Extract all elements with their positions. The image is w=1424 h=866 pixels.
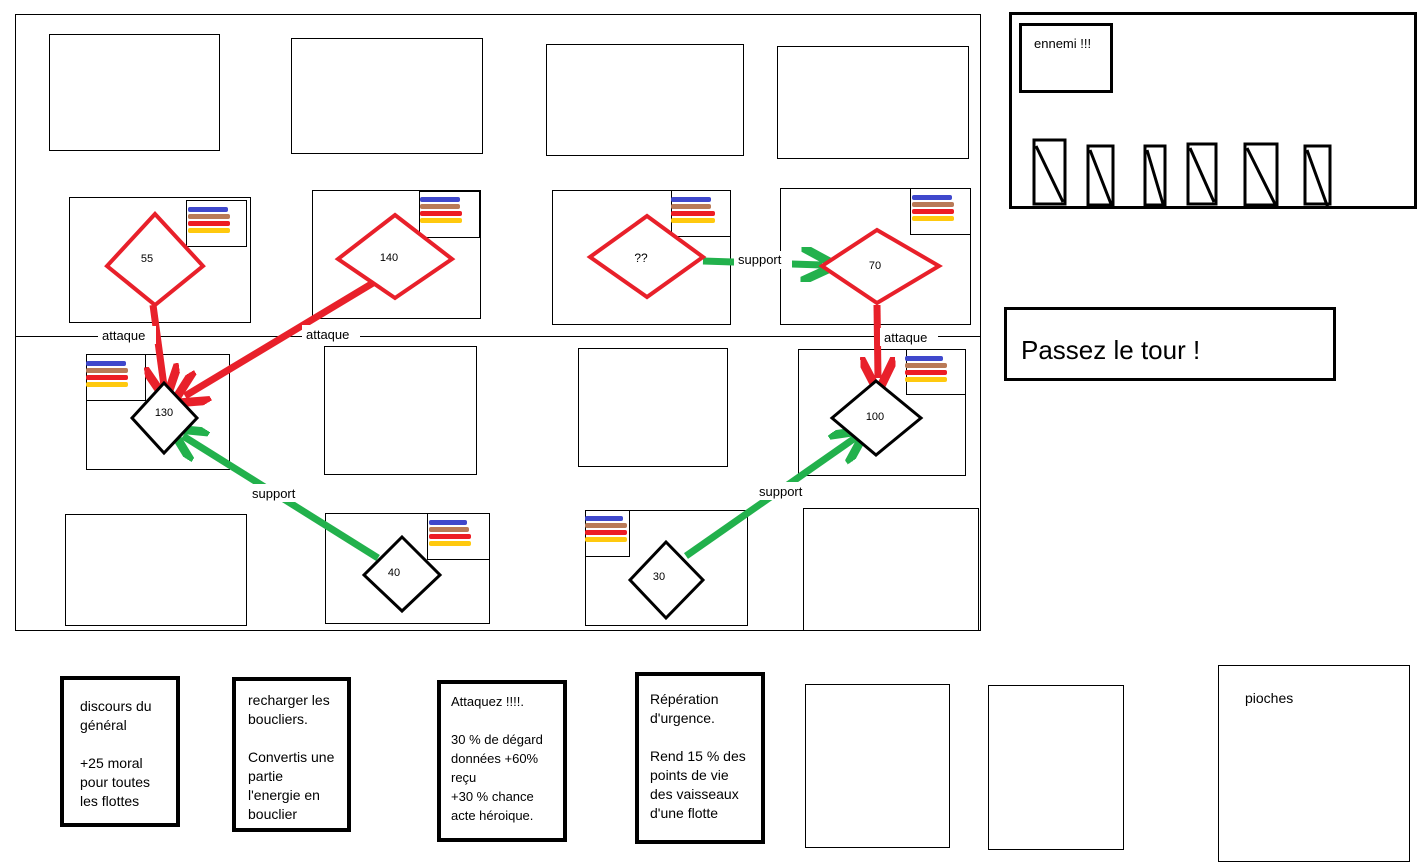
support-label: support	[759, 484, 803, 499]
player-fleet-30[interactable]: 30	[627, 539, 706, 621]
attack-label: attaque	[102, 328, 145, 343]
pass-turn-label: Passez le tour !	[1021, 335, 1201, 365]
enemy-fleet-70[interactable]: 70	[818, 227, 943, 306]
hand-card-repair[interactable]: Répération d'urgence. Rend 15 % des poin…	[635, 672, 765, 844]
player-slot[interactable]	[65, 514, 247, 626]
card-text: Attaquez !!!!. 30 % de dégard données +6…	[451, 694, 543, 823]
enemy-portrait	[1019, 23, 1113, 93]
support-label: support	[252, 486, 296, 501]
player-fleet-40[interactable]: 40	[361, 534, 443, 614]
draw-pile[interactable]: pioches	[1218, 665, 1410, 862]
hand-card-attack[interactable]: Attaquez !!!!. 30 % de dégard données +6…	[437, 680, 567, 842]
enemy-fleet-140[interactable]: 140	[334, 212, 456, 301]
enemy-fleet-55[interactable]: 55	[104, 211, 206, 308]
player-fleet-100[interactable]: 100	[829, 379, 924, 457]
hand-card-shields[interactable]: recharger les boucliers. Convertis une p…	[232, 677, 351, 832]
hand-card-empty[interactable]	[988, 685, 1124, 850]
fleet-strength: 100	[866, 411, 884, 423]
enemy-label: ennemi !!!	[1034, 36, 1092, 51]
enemy-slot[interactable]	[777, 46, 969, 159]
support-label: support	[738, 252, 782, 267]
draw-pile-label: pioches	[1245, 690, 1294, 706]
attack-arrow	[185, 280, 375, 396]
player-fleet-130[interactable]: 130	[129, 380, 200, 456]
enemy-hidden-cards	[1032, 138, 1332, 209]
enemy-slot[interactable]	[546, 44, 744, 156]
card-text: recharger les boucliers. Convertis une p…	[248, 692, 335, 822]
board-divider	[15, 336, 981, 337]
fleet-strength: 140	[380, 252, 398, 264]
enemy-panel	[1009, 12, 1417, 209]
attack-arrow	[877, 304, 878, 378]
fleet-strength: 30	[653, 571, 665, 583]
player-slot[interactable]	[324, 346, 477, 475]
fleet-strength: 70	[869, 260, 881, 272]
attack-label: attaque	[884, 330, 927, 345]
fleet-strength: 55	[141, 253, 153, 265]
card-text: discours du général +25 moral pour toute…	[80, 698, 152, 809]
card-text: Répération d'urgence. Rend 15 % des poin…	[650, 691, 746, 821]
fleet-strength: 40	[388, 567, 400, 579]
fleet-stat-bars	[86, 195, 954, 546]
fleet-strength: 130	[155, 407, 173, 419]
player-slot[interactable]	[578, 348, 728, 467]
attack-label: attaque	[306, 327, 349, 342]
hand-card-empty[interactable]	[805, 684, 950, 848]
enemy-slot[interactable]	[49, 34, 220, 151]
attack-arrow	[153, 304, 164, 386]
fleet-strength: ??	[634, 251, 648, 265]
enemy-slot[interactable]	[291, 38, 483, 154]
pass-turn-button[interactable]: Passez le tour !	[1004, 307, 1336, 381]
hand-card-speech[interactable]: discours du général +25 moral pour toute…	[60, 676, 180, 827]
player-slot[interactable]	[803, 508, 979, 631]
enemy-fleet-unknown[interactable]: ??	[586, 213, 707, 300]
